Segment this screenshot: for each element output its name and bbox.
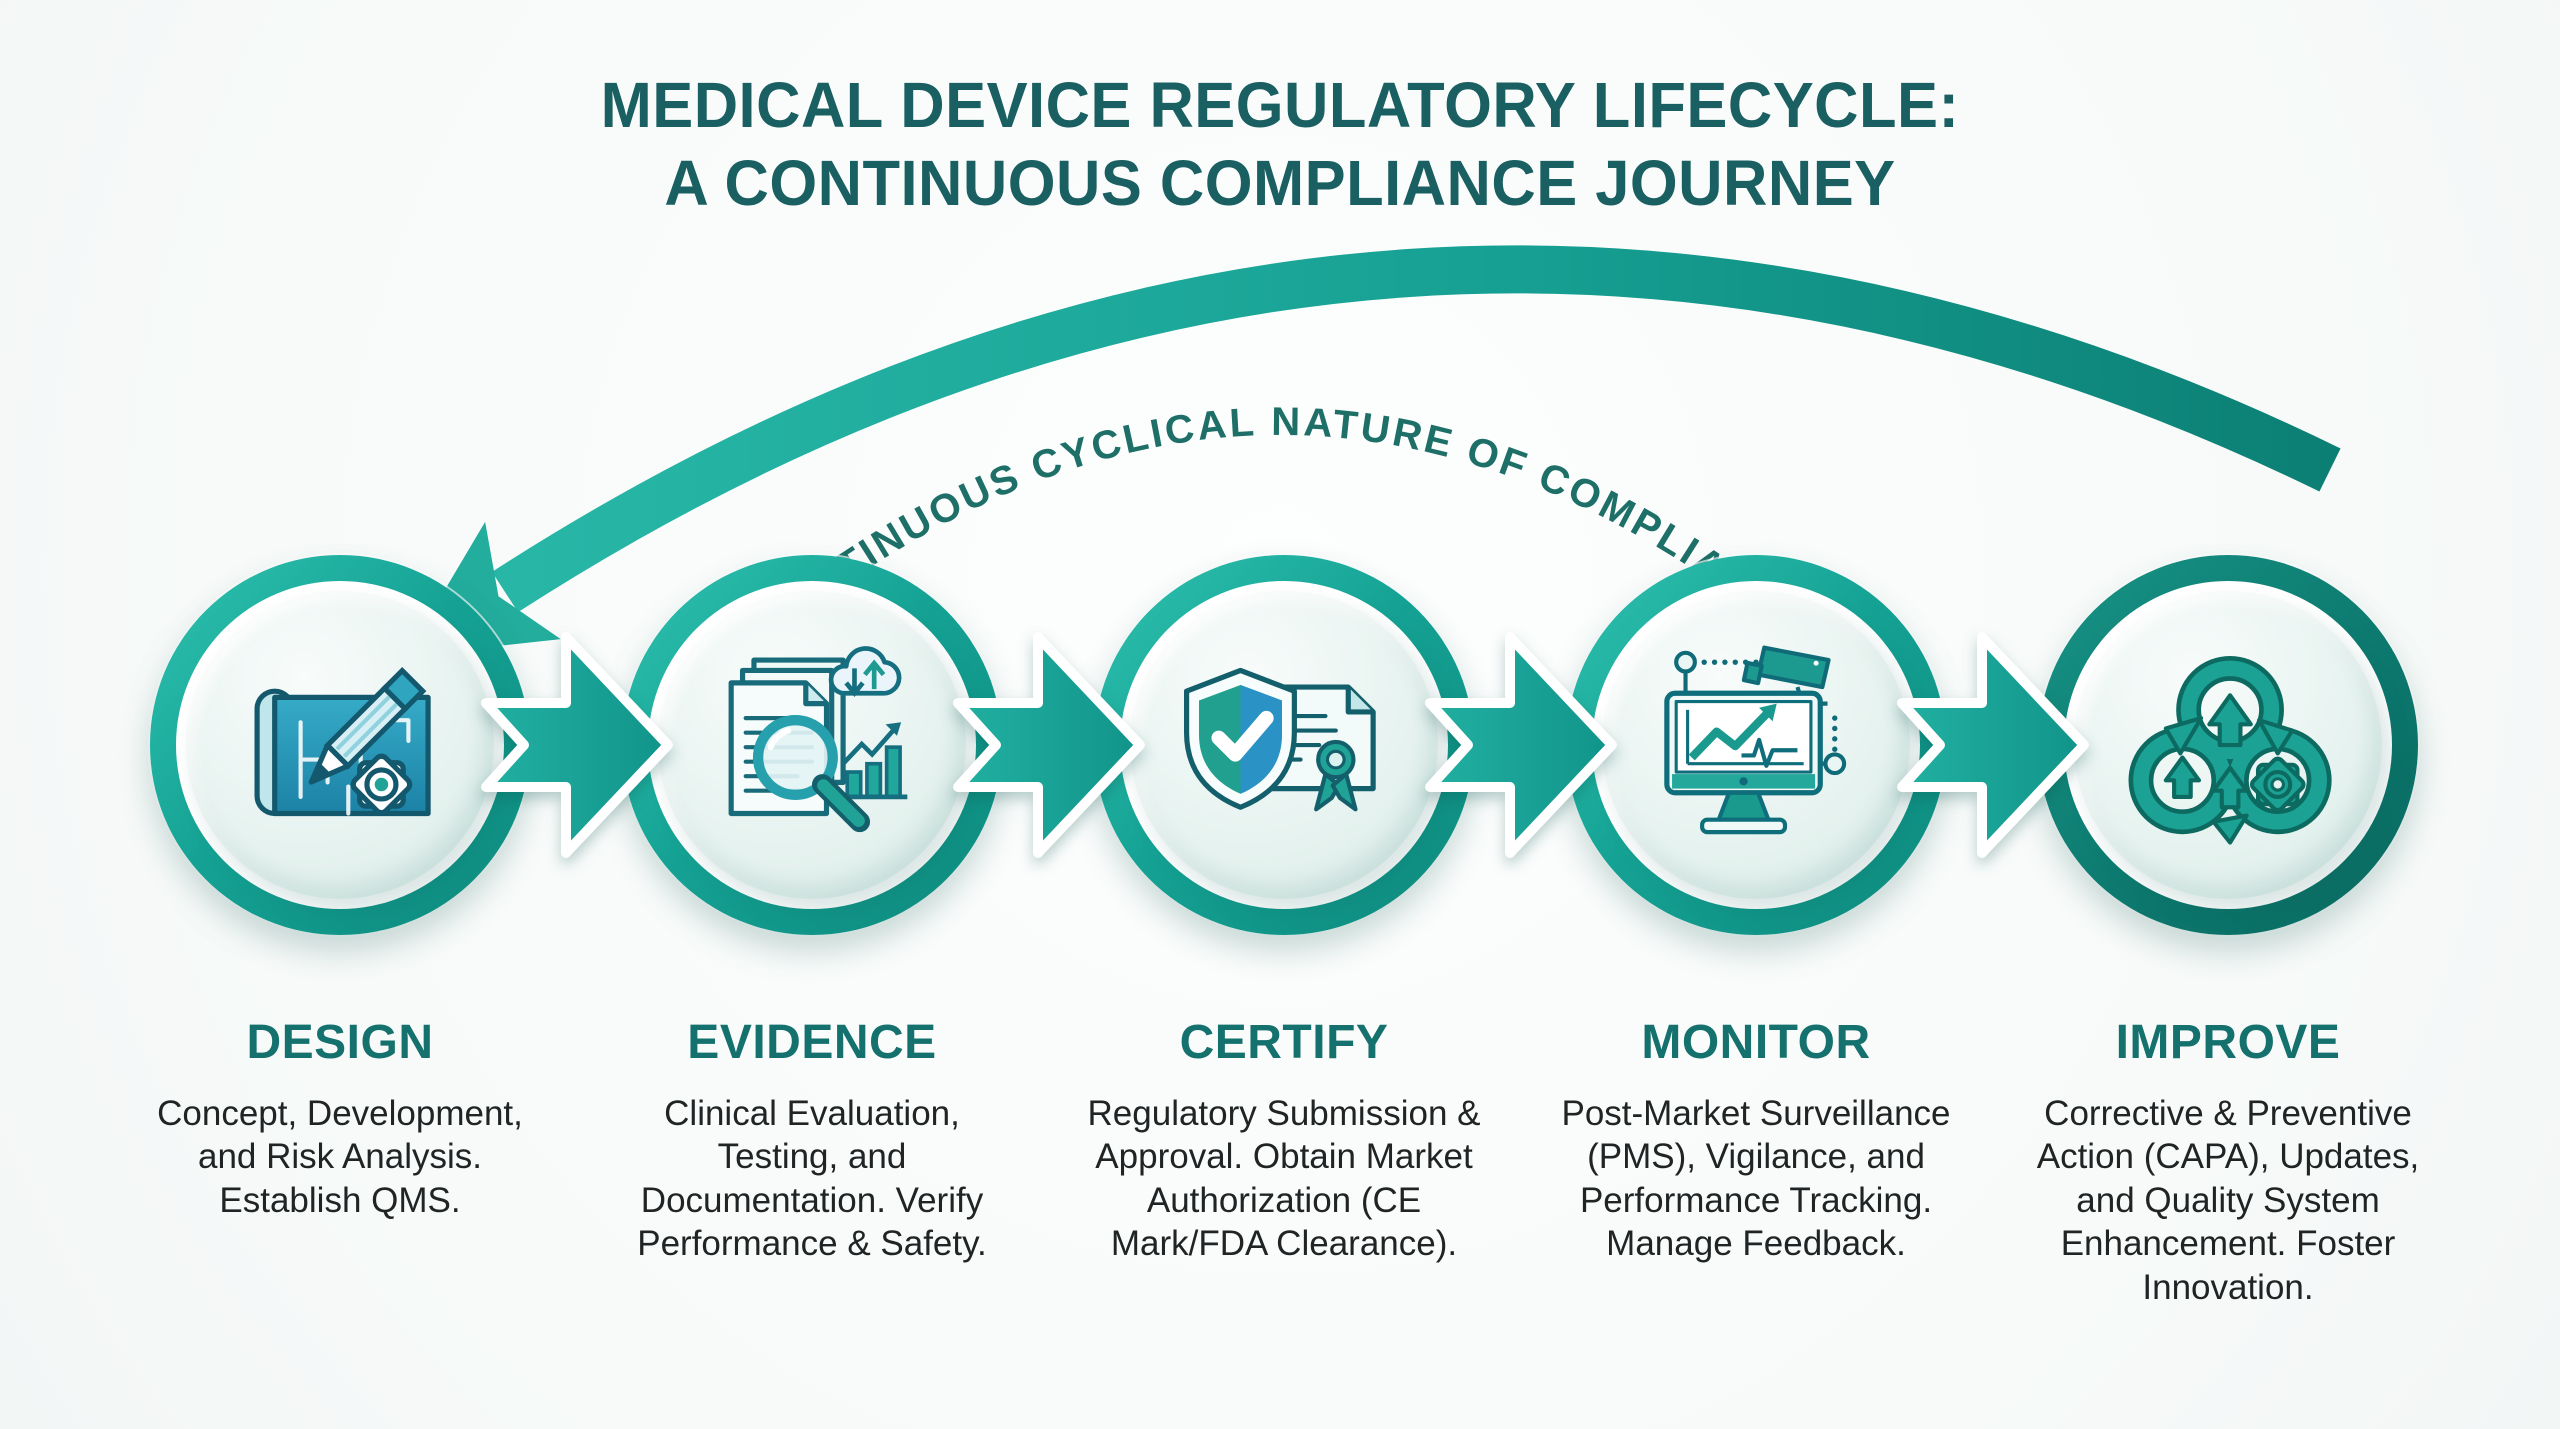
stage-description-certify: Regulatory Submission & Approval. Obtain…	[1087, 1094, 1481, 1264]
documents-magnifier-chart-icon	[698, 629, 926, 862]
stage-text-certify: CERTIFY Regulatory Submission & Approval…	[1054, 1015, 1514, 1266]
stage-name-improve: IMPROVE	[2115, 1016, 2341, 1069]
flow-arrow-design-evidence	[481, 632, 673, 858]
shield-check-certificate-icon	[1170, 629, 1398, 862]
stage-circle-monitor	[1566, 555, 1946, 935]
stage-circle-improve	[2038, 555, 2418, 935]
stage-circle-design	[150, 555, 530, 935]
flow-arrow-certify-monitor	[1425, 632, 1617, 858]
stage-text-monitor: MONITOR Post-Market Surveillance (PMS), …	[1526, 1015, 1986, 1266]
blueprint-pencil-gear-icon	[226, 629, 454, 862]
stage-text-improve: IMPROVE Corrective & Preventive Action (…	[1998, 1015, 2458, 1309]
stage-text-evidence: EVIDENCE Clinical Evaluation, Testing, a…	[582, 1015, 1042, 1266]
title-line-1: MEDICAL DEVICE REGULATORY LIFECYCLE:	[600, 69, 1960, 141]
stage-name-certify: CERTIFY	[1179, 1016, 1389, 1069]
flow-arrow-evidence-certify	[953, 632, 1145, 858]
page-title: MEDICAL DEVICE REGULATORY LIFECYCLE: A C…	[0, 66, 2560, 222]
stage-description-monitor: Post-Market Surveillance (PMS), Vigilanc…	[1561, 1094, 1951, 1264]
stage-description-evidence: Clinical Evaluation, Testing, and Docume…	[637, 1094, 987, 1264]
stage-text-design: DESIGN Concept, Development, and Risk An…	[110, 1015, 570, 1222]
cycle-arrows-gear-icon	[2114, 629, 2342, 862]
stage-circle-certify	[1094, 555, 1474, 935]
stage-name-design: DESIGN	[246, 1016, 434, 1069]
stage-description-design: Concept, Development, and Risk Analysis.…	[157, 1094, 523, 1220]
stage-description-improve: Corrective & Preventive Action (CAPA), U…	[2036, 1094, 2420, 1307]
cycle-arc	[405, 245, 2341, 656]
stage-name-monitor: MONITOR	[1641, 1016, 1871, 1069]
stage-circle-evidence	[622, 555, 1002, 935]
monitor-surveillance-camera-icon	[1642, 629, 1870, 862]
title-line-2: A CONTINUOUS COMPLIANCE JOURNEY	[664, 147, 1896, 220]
flow-arrow-monitor-improve	[1897, 632, 2089, 858]
stage-name-evidence: EVIDENCE	[687, 1016, 937, 1069]
